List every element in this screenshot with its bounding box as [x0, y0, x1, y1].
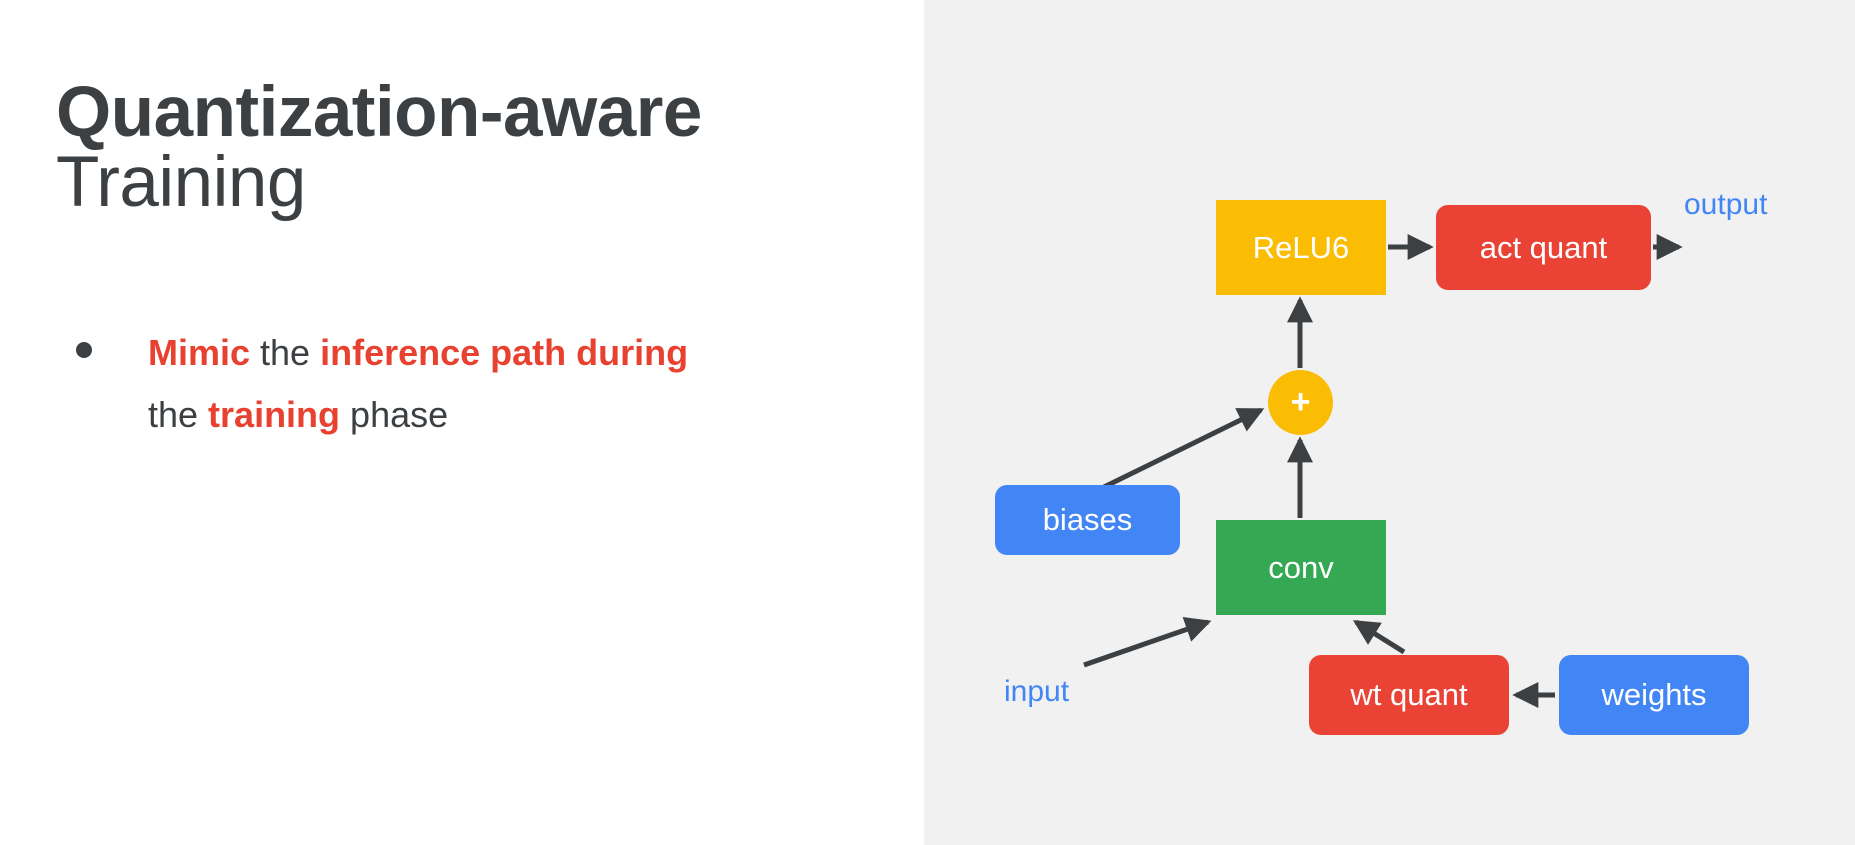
bullet-run-0: Mimic [148, 332, 251, 373]
node-wt-quant-label: wt quant [1350, 677, 1468, 712]
bullet-run-6: training [208, 393, 341, 435]
node-relu6-label: ReLU6 [1252, 229, 1350, 265]
node-wt-quant[interactable]: wt quant [1309, 655, 1509, 735]
node-act-quant[interactable]: act quant [1436, 205, 1651, 290]
node-conv-label: conv [1268, 549, 1334, 585]
diagram-panel: ReLU6 act quant + biases conv wt quant w… [924, 0, 1855, 845]
content-panel: Quantization-aware Training Mimic the in… [0, 0, 924, 845]
node-weights-label: weights [1601, 677, 1707, 712]
node-add-operator[interactable]: + [1268, 370, 1333, 435]
node-biases[interactable]: biases [995, 485, 1180, 555]
list-item: Mimic the inference path during the trai… [56, 322, 816, 446]
node-act-quant-label: act quant [1479, 229, 1608, 265]
plus-icon: + [1290, 383, 1311, 421]
bullet-list: Mimic the inference path during the trai… [56, 322, 816, 446]
quantization-graph: ReLU6 act quant + biases conv wt quant w… [924, 0, 1855, 845]
bullet-dot-icon [76, 342, 92, 358]
bullet-run-5: the [148, 393, 209, 435]
title-line-1: Quantization-aware [56, 73, 702, 152]
title-line-2: Training [56, 142, 306, 222]
node-biases-label: biases [1042, 502, 1133, 537]
label-output: output [1684, 188, 1768, 221]
bullet-run-4: during [576, 332, 689, 373]
node-weights[interactable]: weights [1559, 655, 1749, 735]
bullet-run-2: inference path [320, 332, 567, 373]
node-conv[interactable]: conv [1216, 520, 1386, 615]
edge-input-conv [1083, 617, 1212, 668]
bullet-text: Mimic the inference path during the trai… [148, 322, 748, 446]
node-relu6[interactable]: ReLU6 [1216, 200, 1386, 295]
label-input: input [1004, 675, 1070, 708]
page-title: Quantization-aware Training [56, 73, 856, 222]
edge-biases-plus [1102, 407, 1265, 490]
bullet-run-3 [566, 332, 576, 373]
edge-wtquant-conv [1352, 619, 1406, 655]
bullet-run-1: the [250, 332, 321, 373]
bullet-run-7: phase [340, 393, 449, 435]
